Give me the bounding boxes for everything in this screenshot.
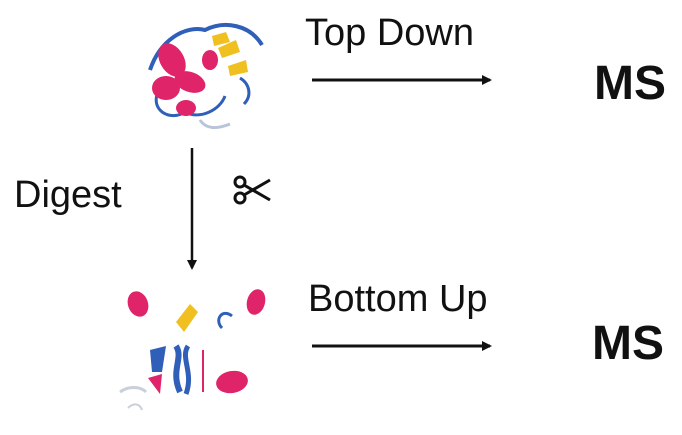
ms-bottom-label: MS [592, 317, 664, 370]
protein-structure-icon [148, 23, 264, 129]
scissors-icon [233, 175, 271, 205]
ms-top-label: MS [594, 57, 666, 110]
top-down-label: Top Down [305, 12, 474, 54]
bottom-up-label: Bottom Up [308, 278, 488, 320]
peptide-fragments-icon [119, 289, 266, 411]
digest-label: Digest [14, 174, 122, 216]
